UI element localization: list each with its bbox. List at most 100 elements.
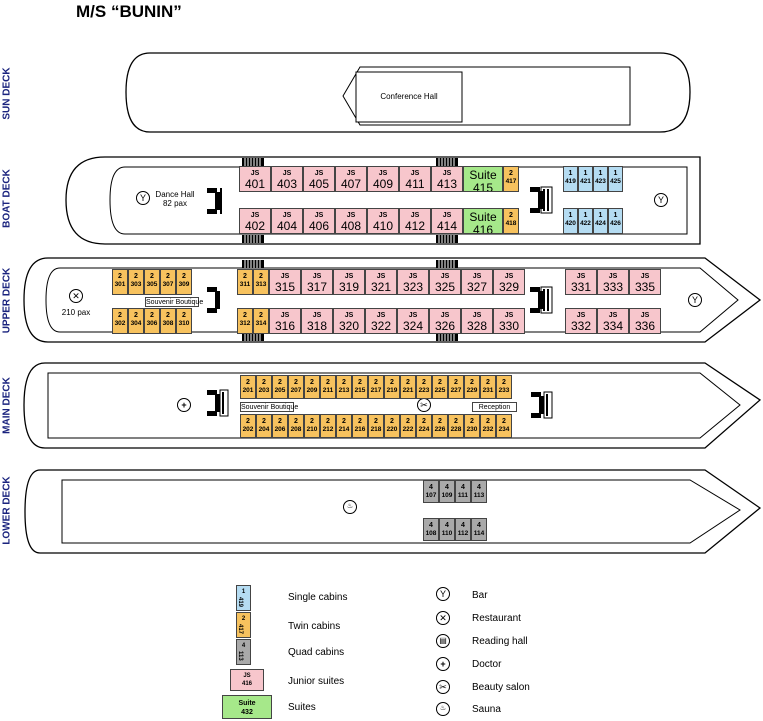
cabin-type: 2 bbox=[294, 379, 298, 386]
cabin-type: 2 bbox=[262, 418, 266, 425]
cabin-number: 212 bbox=[322, 426, 334, 433]
boat-deck-inner bbox=[109, 166, 688, 235]
legend-junior-swatch: JS 416 bbox=[230, 669, 264, 691]
cabin-number: 206 bbox=[274, 426, 286, 433]
legend-quad-type: 4 bbox=[241, 643, 246, 649]
cabin-type: 2 bbox=[246, 418, 250, 425]
sun-deck-inner bbox=[342, 66, 631, 126]
gangway-stripes bbox=[436, 235, 458, 243]
cabin-type: JS bbox=[282, 170, 292, 177]
cabin-type: 4 bbox=[429, 484, 433, 491]
cabin-type: 2 bbox=[502, 418, 506, 425]
lower-deck-inner bbox=[61, 479, 741, 544]
gangway-stripes bbox=[436, 260, 458, 268]
cabin-type: 2 bbox=[422, 418, 426, 425]
cabin-type: 2 bbox=[509, 212, 513, 219]
cabin-type: 4 bbox=[429, 522, 433, 529]
cabin-type: 2 bbox=[486, 418, 490, 425]
cabin-number: 307 bbox=[162, 281, 174, 288]
cabin-number: 334 bbox=[602, 319, 624, 333]
gangway-stripes bbox=[436, 158, 458, 166]
cabin-number: 202 bbox=[242, 426, 254, 433]
cabin-type: 2 bbox=[182, 273, 186, 280]
cabin-number: 426 bbox=[610, 220, 621, 227]
cabin-type: 2 bbox=[422, 379, 426, 386]
cabin-number: 111 bbox=[457, 492, 469, 499]
cabin-number: 312 bbox=[239, 320, 251, 327]
glass-icon: Y bbox=[136, 191, 150, 205]
cabin-type: JS bbox=[280, 273, 290, 280]
cabin-number: 233 bbox=[498, 387, 510, 394]
cabin-type: 2 bbox=[438, 418, 442, 425]
cabin-type: 4 bbox=[477, 484, 481, 491]
cabin-number: 204 bbox=[258, 426, 270, 433]
cabin-type: JS bbox=[442, 212, 452, 219]
gangway-stripes bbox=[242, 333, 264, 341]
legend-beauty-label: Beauty salon bbox=[472, 682, 530, 693]
legend-twin-num: 417 bbox=[237, 624, 243, 635]
cabin-type: 2 bbox=[278, 379, 282, 386]
cabin-number: 220 bbox=[386, 426, 398, 433]
cabin-number: 217 bbox=[370, 387, 382, 394]
cabin-type: 1 bbox=[568, 212, 573, 219]
cabin-number: 303 bbox=[130, 281, 142, 288]
legend-restaurant-label: Restaurant bbox=[472, 613, 521, 624]
cabin-number: 311 bbox=[239, 281, 251, 288]
cabin-number: 211 bbox=[322, 387, 334, 394]
cabin-number: 108 bbox=[425, 530, 437, 537]
cabin-number: 109 bbox=[441, 492, 453, 499]
cabin-number: 417 bbox=[505, 178, 517, 185]
cabin-number: 219 bbox=[386, 387, 398, 394]
cabin-type: 2 bbox=[454, 418, 458, 425]
boat-deck-outline bbox=[65, 156, 701, 245]
cabin-type: 4 bbox=[477, 522, 481, 529]
cabin-number: 324 bbox=[402, 319, 424, 333]
cutlery-icon: ✕ bbox=[69, 289, 83, 303]
cabin-type: 2 bbox=[406, 379, 410, 386]
cabin-number: 317 bbox=[306, 280, 328, 294]
legend-twin-label: Twin cabins bbox=[288, 621, 341, 632]
cabin-type: JS bbox=[472, 273, 482, 280]
cabin-type: 2 bbox=[509, 170, 513, 177]
cabin-number: 305 bbox=[146, 281, 158, 288]
cabin-type: JS bbox=[344, 312, 354, 319]
cabin-number: 410 bbox=[372, 219, 394, 233]
cabin-type: 2 bbox=[262, 379, 266, 386]
cabin-number: 421 bbox=[580, 178, 591, 185]
cabin-type: 2 bbox=[243, 312, 247, 319]
cabin-number: 310 bbox=[178, 320, 190, 327]
cabin-type: 2 bbox=[166, 312, 170, 319]
legend-junior-num: 416 bbox=[241, 681, 252, 687]
cabin-type: 2 bbox=[294, 418, 298, 425]
cabin-number: 328 bbox=[466, 319, 488, 333]
deck-label-lower: LOWER DECK bbox=[1, 476, 13, 545]
cabin-number: 216 bbox=[354, 426, 366, 433]
legend-suite-num: 432 bbox=[241, 709, 253, 716]
cabin-type: JS bbox=[280, 312, 290, 319]
cabin-type: 2 bbox=[326, 379, 330, 386]
scissors-icon: ✂ bbox=[417, 398, 431, 412]
cabin-number: 113 bbox=[473, 492, 485, 499]
